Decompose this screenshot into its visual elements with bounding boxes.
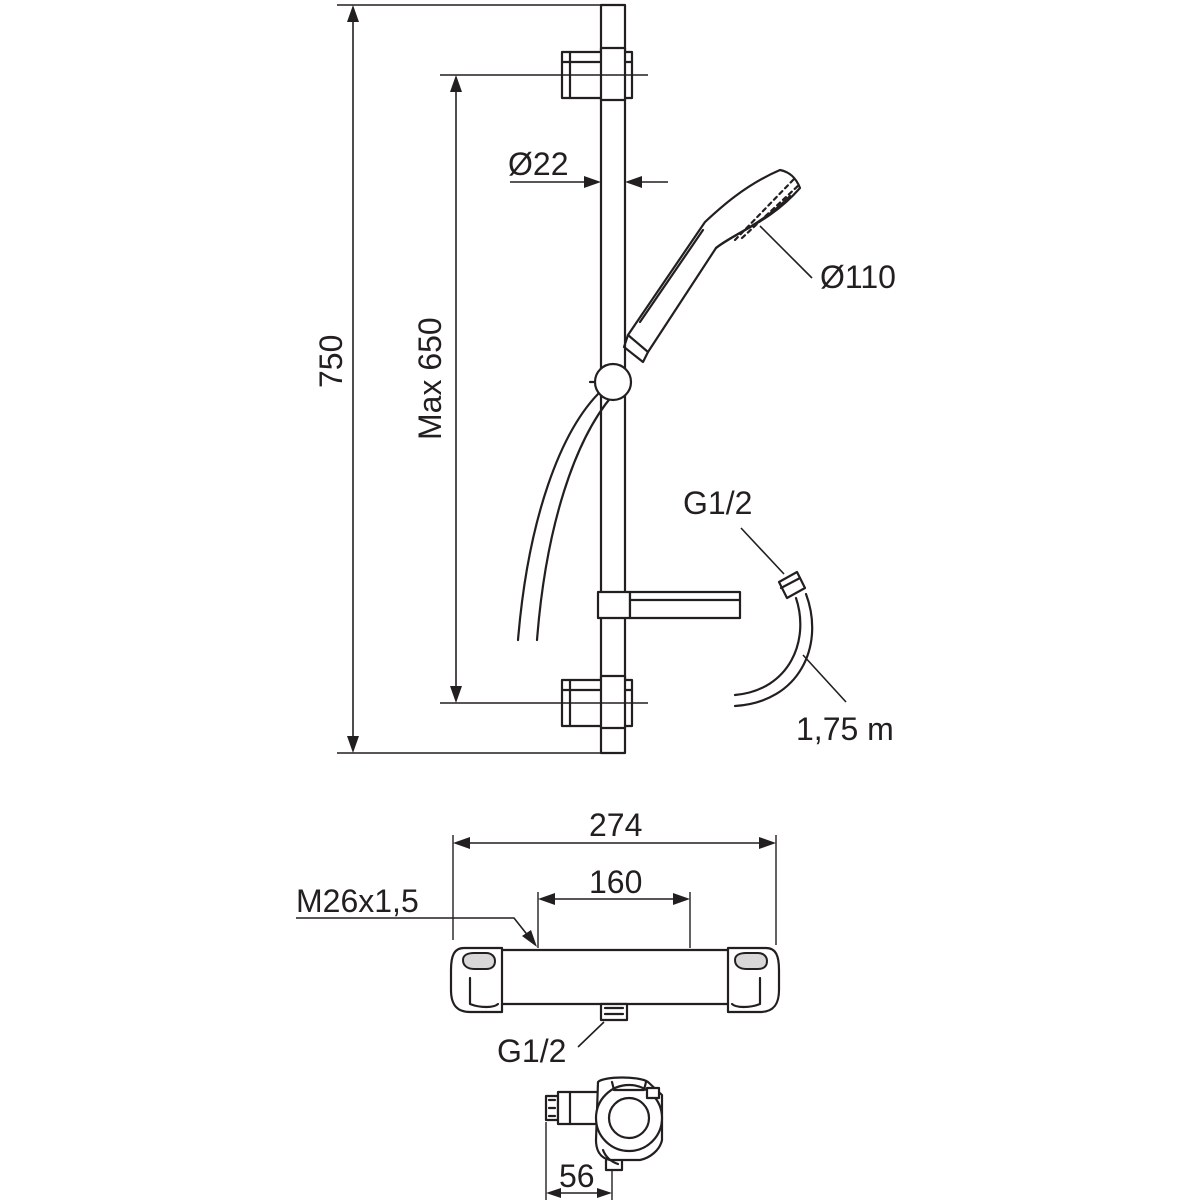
thermostatic-mixer: 274 160 M26x1,5 — [296, 807, 781, 1200]
outlet-connection-callout: G1/2 — [497, 1021, 605, 1069]
slide-range-dimension: Max 650 — [412, 74, 648, 704]
soap-shelf — [596, 590, 742, 620]
depth-dimension: 56 — [545, 1122, 613, 1200]
inlet-thread-callout: M26x1,5 — [296, 883, 537, 947]
head-diameter-label: Ø110 — [820, 259, 896, 295]
total-height-label: 750 — [313, 335, 349, 388]
top-wall-bracket — [560, 46, 634, 102]
mixer-width-label: 274 — [589, 807, 642, 843]
rail-diameter-dimension: Ø22 — [508, 146, 668, 188]
hose-length-callout: 1,75 m — [796, 654, 894, 747]
hose-connection-callout: G1/2 — [683, 485, 785, 575]
hose-length-label: 1,75 m — [796, 711, 894, 747]
outlet-connection-label: G1/2 — [497, 1033, 566, 1069]
hose-outer — [516, 388, 604, 642]
inlet-spacing-label: 160 — [589, 864, 642, 900]
mixer-body — [449, 946, 781, 1022]
inlet-spacing-dimension: 160 — [538, 864, 690, 905]
hand-shower — [622, 168, 802, 364]
total-height-dimension: 750 — [313, 4, 612, 754]
hose-inner — [535, 394, 614, 642]
shower-rail-assembly: 750 Max 650 Ø22 Ø110 G1/2 — [313, 3, 896, 755]
mixer-width-dimension: 274 — [453, 807, 776, 849]
shower-hose — [733, 570, 814, 708]
mixer-side-view — [544, 1076, 664, 1172]
rail-diameter-label: Ø22 — [508, 146, 568, 182]
hose-connection-label: G1/2 — [683, 485, 752, 521]
depth-label: 56 — [559, 1158, 595, 1194]
head-diameter-callout: Ø110 — [759, 225, 896, 295]
slider-knob — [593, 362, 633, 402]
slide-range-label: Max 650 — [412, 317, 448, 440]
inlet-thread-label: M26x1,5 — [296, 883, 419, 919]
bottom-wall-bracket — [560, 674, 634, 730]
